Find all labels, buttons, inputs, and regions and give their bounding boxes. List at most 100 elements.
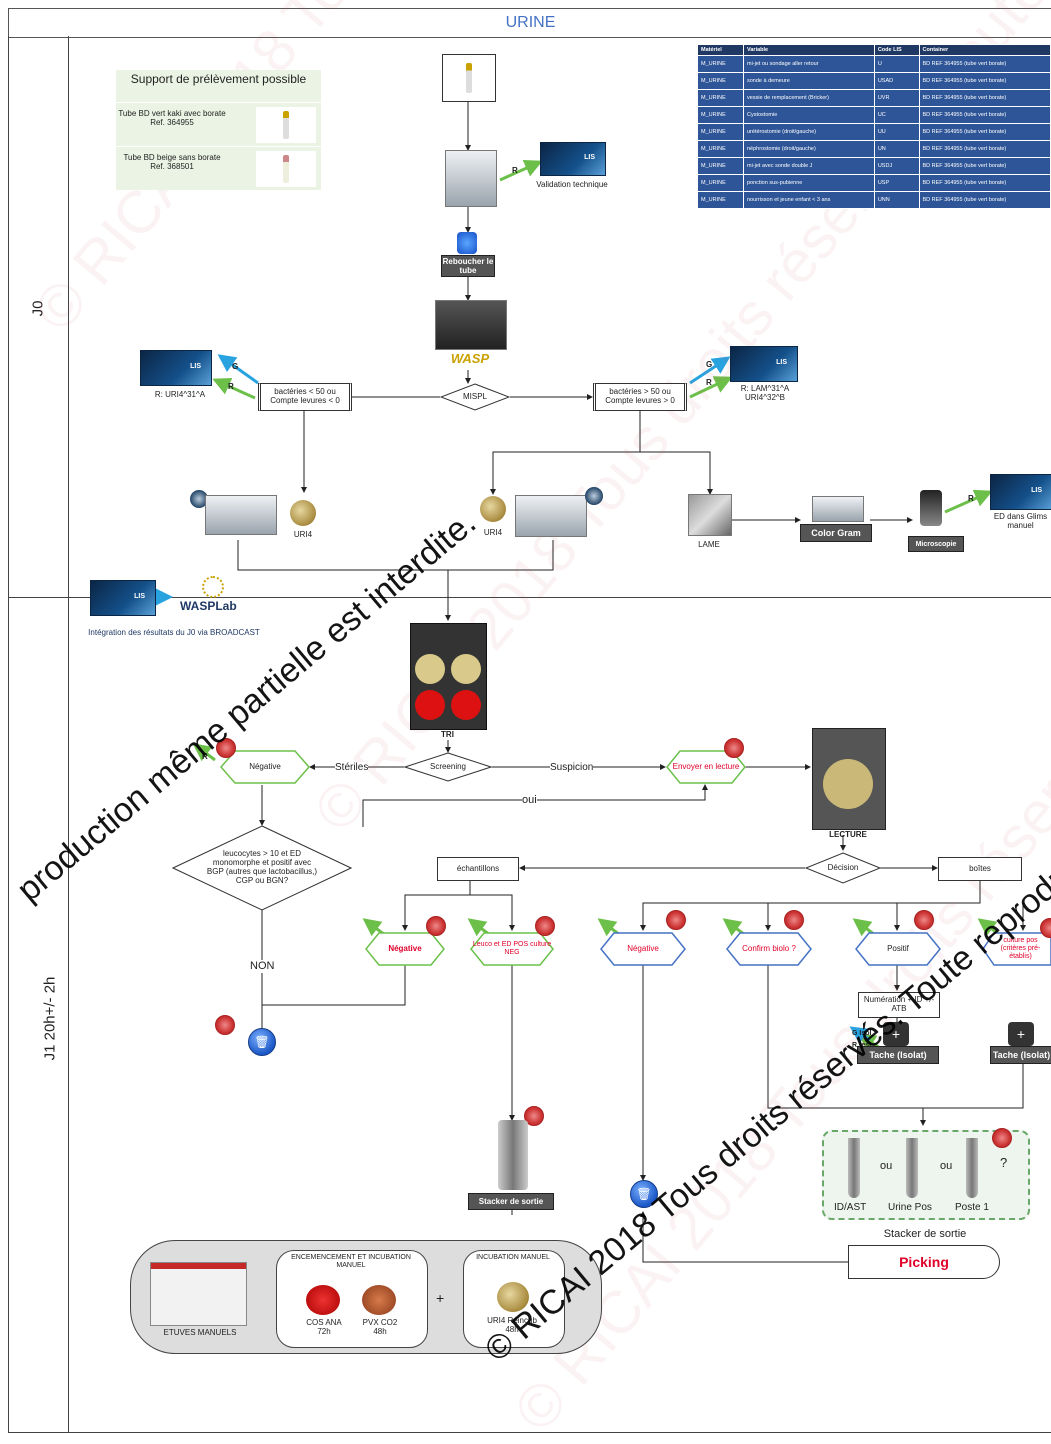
slide-image (688, 494, 732, 536)
table-header: Matériel (698, 45, 744, 56)
tri-screen-image (410, 623, 487, 730)
screening-decision: Screening (404, 752, 492, 782)
tube-beige-image (256, 151, 316, 187)
stop-icon (535, 916, 555, 936)
tube-green-image (256, 107, 316, 143)
bact-low-box: bactéries < 50 ou Compte levures < 0 (258, 383, 352, 411)
integration-label: Intégration des résultats du J0 via BROA… (84, 628, 264, 637)
lame-label: LAME (688, 540, 730, 549)
urine-pos-label: Urine Pos (888, 1202, 932, 1214)
id-ast-label: ID/AST (834, 1202, 866, 1214)
stop-icon (784, 910, 804, 930)
diagram-title: URINE (9, 9, 1051, 37)
tube-icon (466, 63, 472, 93)
stop-icon (992, 1128, 1012, 1148)
stacker-tube-image (848, 1138, 860, 1198)
pvx-label: PVX CO2 48h (362, 1318, 398, 1336)
stop-icon (724, 738, 744, 758)
lis-code-table: Matériel Variable Code LIS Container M_U… (697, 44, 1051, 209)
table-header: Code LIS (874, 45, 919, 56)
stacker-tube-image (906, 1138, 918, 1198)
stop-icon (426, 916, 446, 936)
seeding-machine-image (205, 495, 277, 535)
table-header: Variable (744, 45, 875, 56)
support-row-label: Tube BD beige sans borate Ref. 368501 (118, 153, 226, 171)
stop-icon (914, 910, 934, 930)
lis-logo: LIS (730, 346, 798, 382)
stacker-tube-image (966, 1138, 978, 1198)
stop-icon (666, 910, 686, 930)
wasplab-icon (202, 576, 224, 598)
leuco-pos-node: Leuco et ED POS culture NEG (470, 932, 554, 966)
stacker-image (498, 1120, 528, 1190)
petri-dish-image (480, 496, 506, 522)
table-row: M_URINEvessie de remplacement (Bricker)U… (698, 90, 1051, 107)
etuves-label: ETUVES MANUELS (160, 1328, 240, 1337)
tri-label: TRI (410, 730, 485, 739)
validation-label: Validation technique (530, 180, 614, 189)
diagram-title-bar: URINE (8, 8, 1051, 38)
lane-label-column (8, 36, 69, 1432)
incubation-label: INCUBATION MANUEL (470, 1254, 556, 1262)
ed-glims-label: ED dans Glims manuel (990, 512, 1051, 530)
support-row: Tube BD vert kaki avec borate Ref. 36495… (116, 102, 321, 145)
sample-tube-box (442, 54, 496, 102)
support-table: Support de prélèvement possible Tube BD … (116, 70, 321, 190)
swimlane-frame (8, 36, 1051, 1433)
r-label: R (228, 382, 234, 391)
boites-box: boîtes (938, 857, 1022, 881)
petri-dish-image (290, 500, 316, 526)
lis-logo: LIS (990, 474, 1051, 510)
cos-label: COS ANA 72h (306, 1318, 342, 1336)
echantillons-box: échantillons (437, 857, 519, 881)
wasp-logo: WASP (436, 352, 504, 367)
cap-icon (457, 232, 477, 254)
support-header: Support de prélèvement possible (116, 70, 321, 86)
trash-icon: 🗑 (248, 1028, 276, 1056)
wasp-machine-image (435, 300, 507, 350)
picking-box: Picking (848, 1245, 1000, 1279)
lis-logo: LIS (90, 580, 156, 616)
magnifier-icon (585, 487, 603, 505)
question-label: ? (1000, 1156, 1007, 1171)
g-label: G (706, 360, 712, 369)
seeding-machine-image (515, 495, 587, 537)
g-label: G (232, 362, 238, 371)
cos-plate-image (306, 1285, 340, 1315)
lis-logo: LIS (540, 142, 606, 176)
mispl-decision: MISPL (440, 383, 510, 411)
oui-label: oui (522, 794, 537, 807)
ensemencement-label: ENCEMENCEMENT ET INCUBATION MANUEL (286, 1254, 416, 1270)
lecture-screen-image (812, 728, 886, 830)
lis-logo: LIS (140, 350, 212, 386)
bact-high-box: bactéries > 50 ou Compte levures > 0 (593, 383, 687, 411)
add-task-icon: + (1008, 1022, 1034, 1046)
support-row-label: Tube BD vert kaki avec borate Ref. 36495… (118, 109, 226, 127)
stacker-sortie-label: Stacker de sortie (860, 1228, 990, 1241)
uri4-left-label: URI4 (286, 530, 320, 539)
negative-blue-node: Négative (600, 932, 686, 966)
stacker-sortie-box: Stacker de sortie (468, 1193, 554, 1210)
reboucher-box: Reboucher le tube (441, 255, 495, 277)
leuco-decision: leucocytes > 10 et ED monomorphe et posi… (172, 825, 352, 911)
ou-label: ou (880, 1160, 892, 1173)
negative-node: Négative (220, 750, 310, 784)
r-right-label: R: LAM^31^A URI4^32^B (725, 384, 805, 402)
non-label: NON (250, 960, 274, 973)
tache-isolat-box: Tache (Isolat) (990, 1046, 1051, 1064)
r-label: R (512, 166, 518, 175)
color-gram-box: Color Gram (800, 524, 872, 542)
ou-label: ou (940, 1160, 952, 1173)
steriles-label: Stériles (335, 762, 368, 774)
confirm-node: Confirm biolo ? (726, 932, 812, 966)
stop-icon (215, 1015, 235, 1035)
decision-node: Décision (805, 852, 881, 884)
incubator-image (150, 1262, 247, 1326)
